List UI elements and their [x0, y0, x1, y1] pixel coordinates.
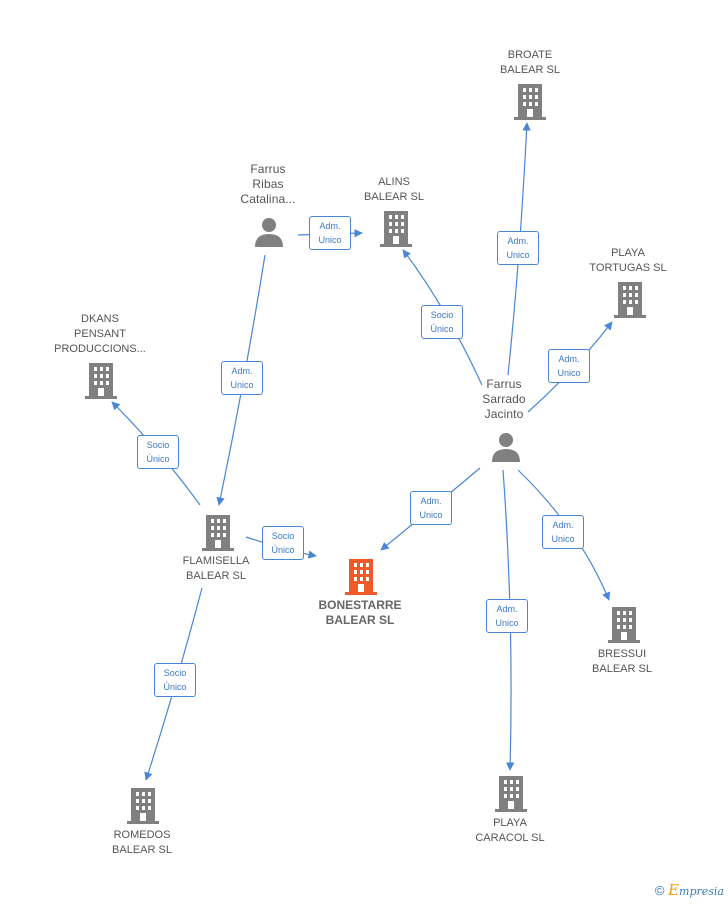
edge-label-sarrado-caracol[interactable]: Adm.Unico — [486, 599, 528, 633]
brand-initial: E — [668, 881, 680, 899]
edge-label-sarrado-tortugas[interactable]: Adm.Unico — [548, 349, 590, 383]
node-flamisella[interactable]: FLAMISELLA BALEAR SL — [164, 515, 268, 587]
node-alins-label: ALINS BALEAR SL — [364, 176, 424, 203]
node-playa-caracol-label: PLAYA CARACOL SL — [475, 817, 545, 844]
node-bressui[interactable]: BRESSUI BALEAR SL — [572, 607, 672, 679]
node-bonestarre-label: BONESTARRE BALEAR SL — [318, 598, 402, 627]
node-farrus-sarrado-label: Farrus Sarrado Jacinto — [482, 377, 526, 421]
node-broate-label: BROATE BALEAR SL — [500, 49, 560, 76]
building-icon — [514, 84, 546, 120]
building-icon-main — [345, 559, 377, 595]
node-farrus-ribas-label: Farrus Ribas Catalina... — [240, 162, 296, 206]
node-farrus-sarrado[interactable]: Farrus Sarrado Jacinto — [454, 377, 554, 467]
building-icon — [614, 282, 646, 318]
node-dkans-label: DKANS PENSANT PRODUCCIONS... — [54, 313, 146, 355]
node-romedos[interactable]: ROMEDOS BALEAR SL — [92, 788, 192, 860]
building-icon — [495, 776, 527, 812]
node-dkans[interactable]: DKANS PENSANT PRODUCCIONS... — [44, 312, 156, 402]
node-playa-tortugas-label: PLAYA TORTUGAS SL — [589, 247, 667, 274]
edge-label-ribas-alins[interactable]: Adm.Unico — [309, 216, 351, 250]
node-bressui-label: BRESSUI BALEAR SL — [592, 648, 652, 675]
edge-label-sarrado-bonestarre[interactable]: Adm.Unico — [410, 491, 452, 525]
person-icon — [492, 433, 520, 462]
node-playa-tortugas[interactable]: PLAYA TORTUGAS SL — [578, 246, 678, 320]
empresia-watermark: © Empresia — [655, 881, 724, 899]
building-icon — [127, 788, 159, 824]
edge-label-sarrado-bressui[interactable]: Adm.Unico — [542, 515, 584, 549]
node-farrus-ribas[interactable]: Farrus Ribas Catalina... — [218, 162, 318, 250]
edge-label-sarrado-broate[interactable]: Adm.Unico — [497, 231, 539, 265]
building-icon — [380, 211, 412, 247]
node-broate[interactable]: BROATE BALEAR SL — [478, 48, 582, 122]
node-bonestarre[interactable]: BONESTARRE BALEAR SL — [304, 559, 416, 631]
building-icon — [85, 363, 117, 399]
person-icon — [255, 218, 283, 247]
building-icon — [608, 607, 640, 643]
copyright-icon: © — [654, 883, 665, 898]
brand-name: mpresia — [679, 885, 724, 898]
building-icon — [202, 515, 234, 551]
node-romedos-label: ROMEDOS BALEAR SL — [112, 829, 172, 856]
node-flamisella-label: FLAMISELLA BALEAR SL — [182, 555, 250, 582]
node-playa-caracol[interactable]: PLAYA CARACOL SL — [460, 776, 560, 848]
edge-label-ribas-flamisella[interactable]: Adm.Unico — [221, 361, 263, 395]
node-alins[interactable]: ALINS BALEAR SL — [342, 175, 446, 249]
